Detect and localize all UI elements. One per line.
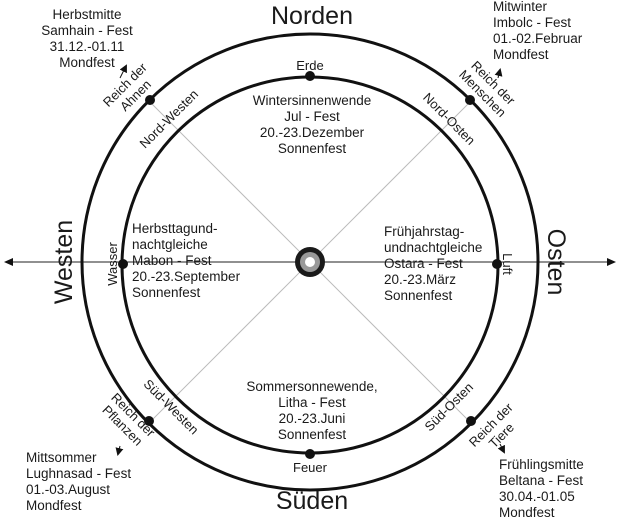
earth-dot: [305, 71, 315, 81]
fire-dot: [305, 449, 315, 459]
festival-litha: Sommersonnewende, Litha - Fest 20.-23.Ju…: [246, 379, 377, 442]
east-label: Osten: [542, 229, 570, 296]
ancestors-arrow-icon: [119, 64, 127, 79]
festival-beltane: Frühlingsmitte Beltana - Fest 30.04.-01.…: [499, 457, 584, 517]
east-arrow-icon: [607, 258, 616, 266]
nw-dot: [145, 95, 155, 105]
festival-imbolc: Mitwinter Imbolc - Fest 01.-02.Februar M…: [493, 0, 583, 62]
festival-samhain: Herbstmitte Samhain - Fest 31.12.-01.11 …: [41, 7, 133, 70]
svg-text:01.-02.Februar: 01.-02.Februar: [493, 31, 583, 46]
ne-dot: [465, 95, 475, 105]
svg-text:20.-23.Dezember: 20.-23.Dezember: [260, 125, 365, 140]
south-label: Süden: [276, 487, 348, 515]
svg-text:Sonnenfest: Sonnenfest: [278, 141, 347, 156]
svg-text:Herbstmitte: Herbstmitte: [52, 7, 121, 22]
fire-label: Feuer: [293, 460, 328, 475]
festival-mabon: Herbsttagund- nachtgleiche Mabon - Fest …: [132, 221, 241, 300]
air-label: Luft: [500, 253, 515, 275]
svg-text:Jul - Fest: Jul - Fest: [284, 109, 340, 124]
north-label: Norden: [271, 2, 353, 30]
center-hub: [295, 247, 325, 277]
realm-plants: Reich der Pflanzen: [99, 390, 158, 449]
se-dot: [466, 416, 476, 426]
svg-text:Herbsttagund-: Herbsttagund-: [132, 221, 218, 236]
svg-text:01.-03.August: 01.-03.August: [26, 482, 110, 497]
svg-text:Samhain - Fest: Samhain - Fest: [41, 23, 133, 38]
svg-text:undnachtgleiche: undnachtgleiche: [384, 240, 482, 255]
svg-text:Mitwinter: Mitwinter: [493, 0, 548, 14]
svg-text:20.-23.Juni: 20.-23.Juni: [279, 411, 346, 426]
svg-text:Mondfest: Mondfest: [493, 47, 549, 62]
svg-text:Sonnenfest: Sonnenfest: [132, 285, 201, 300]
svg-text:Sommersonnewende,: Sommersonnewende,: [246, 379, 377, 394]
festival-yule: Wintersinnenwende Jul - Fest 20.-23.Deze…: [253, 93, 372, 156]
svg-text:Mondfest: Mondfest: [26, 498, 82, 513]
animals-arrow-icon: [497, 443, 505, 454]
svg-text:Ostara - Fest: Ostara - Fest: [384, 256, 463, 271]
sw-dot: [144, 416, 154, 426]
svg-text:20.-23.März: 20.-23.März: [384, 272, 456, 287]
svg-text:Imbolc - Fest: Imbolc - Fest: [493, 15, 571, 30]
realm-animals: Reich der Tiere: [466, 399, 517, 451]
svg-text:Mittsommer: Mittsommer: [26, 450, 97, 465]
svg-text:30.04.-01.05: 30.04.-01.05: [499, 489, 575, 504]
svg-text:Mabon - Fest: Mabon - Fest: [132, 253, 212, 268]
svg-text:nachtgleiche: nachtgleiche: [132, 237, 208, 252]
realm-humans: Reich der Menschen: [456, 58, 519, 120]
festival-ostara: Frühjahrstag- undnachtgleiche Ostara - F…: [384, 224, 482, 303]
svg-text:Mondfest: Mondfest: [59, 55, 115, 70]
humans-arrow-icon: [494, 68, 503, 79]
svg-text:Beltana - Fest: Beltana - Fest: [499, 473, 583, 488]
svg-text:20.-23.September: 20.-23.September: [132, 269, 241, 284]
svg-text:Sonnenfest: Sonnenfest: [278, 427, 347, 442]
svg-text:31.12.-01.11: 31.12.-01.11: [50, 39, 125, 54]
plants-arrow-icon: [115, 445, 124, 456]
water-label: Wasser: [105, 242, 120, 286]
outer-circle: [80, 32, 540, 492]
svg-text:Wintersinnenwende: Wintersinnenwende: [253, 93, 372, 108]
water-dot: [118, 259, 128, 269]
air-dot: [492, 259, 502, 269]
svg-text:Mondfest: Mondfest: [499, 505, 555, 517]
west-arrow-icon: [4, 258, 13, 266]
svg-text:Sonnenfest: Sonnenfest: [384, 288, 453, 303]
svg-text:Lughnasad - Fest: Lughnasad - Fest: [26, 466, 131, 481]
west-label: Westen: [50, 220, 78, 304]
festival-lughnasad: Mittsommer Lughnasad - Fest 01.-03.Augus…: [26, 450, 131, 513]
earth-label: Erde: [296, 58, 323, 73]
svg-text:Litha - Fest: Litha - Fest: [278, 395, 346, 410]
svg-text:Frühjahrstag-: Frühjahrstag-: [384, 224, 464, 239]
svg-text:Frühlingsmitte: Frühlingsmitte: [499, 457, 584, 472]
